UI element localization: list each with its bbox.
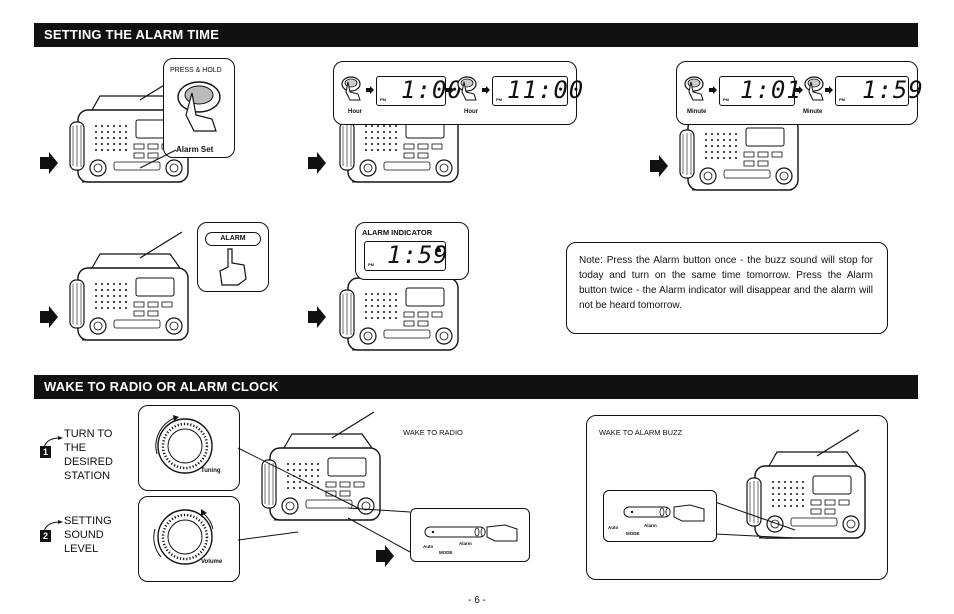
minute-button-label: Minute bbox=[803, 109, 823, 115]
radio-illustration bbox=[69, 231, 189, 341]
arrow-right-icon bbox=[446, 86, 454, 94]
minute-set-panel: Minute PM 1:01 Minute PM 1:59 bbox=[676, 61, 923, 125]
alarm-indicator-title: ALARM INDICATOR bbox=[362, 228, 433, 237]
page-number: - 6 - bbox=[468, 595, 486, 606]
press-button-icon bbox=[177, 81, 221, 132]
arrow-right-icon bbox=[482, 86, 490, 94]
arrow-right-icon bbox=[650, 155, 668, 177]
section-header-wake-to: WAKE TO RADIO OR ALARM CLOCK bbox=[34, 375, 918, 399]
tuning-knob-icon bbox=[155, 415, 213, 474]
pm-indicator: PM bbox=[496, 97, 502, 102]
arrow-right-icon bbox=[376, 545, 394, 567]
arrow-right-icon bbox=[40, 152, 58, 174]
mode-switch-callout: Auto Alarm MODE bbox=[410, 508, 530, 562]
callout-pointer bbox=[139, 149, 177, 169]
switch-auto-label: Auto bbox=[608, 525, 619, 530]
lcd-display: PM 1:59 bbox=[835, 76, 923, 106]
lcd-display: PM 1:59 bbox=[364, 241, 448, 271]
section-header-alarm-time: SETTING THE ALARM TIME bbox=[34, 23, 918, 47]
minute-button-label: Minute bbox=[687, 109, 707, 115]
note-text: Note: Press the Alarm button once - the … bbox=[579, 255, 873, 311]
minute-button-icon bbox=[684, 76, 704, 101]
alarm-indicator-panel: ALARM INDICATOR PM 1:59 bbox=[355, 222, 469, 280]
tuning-label: Tuning bbox=[201, 468, 221, 474]
mode-switch-icon bbox=[424, 524, 518, 542]
step-text: TURN TO THE DESIRED STATION bbox=[64, 428, 113, 482]
lcd-display: PM 1:00 bbox=[376, 76, 462, 106]
switch-mode-label: MODE bbox=[626, 531, 640, 536]
step-text: SETTING SOUND LEVEL bbox=[64, 515, 112, 555]
callout-lines bbox=[714, 501, 796, 539]
bell-icon bbox=[435, 245, 441, 252]
minute-button-icon bbox=[804, 76, 824, 101]
pm-indicator: PM bbox=[723, 97, 729, 102]
alarm-button[interactable]: ALARM bbox=[205, 232, 261, 246]
pointing-hand-icon bbox=[219, 248, 247, 286]
volume-label: Volume bbox=[201, 559, 223, 565]
lcd-display: PM 1:01 bbox=[719, 76, 801, 106]
alarm-set-label: Alarm Set bbox=[176, 145, 214, 154]
wake-radio-caption: WAKE TO RADIO bbox=[403, 428, 463, 437]
arrow-right-icon bbox=[308, 152, 326, 174]
hour-button-icon bbox=[341, 76, 361, 101]
note-box: Note: Press the Alarm button once - the … bbox=[566, 242, 888, 334]
wake-buzz-box: WAKE TO ALARM BUZZ Auto Alarm MODE bbox=[586, 415, 888, 580]
volume-knob-callout: Volume bbox=[138, 496, 240, 582]
arrow-right-icon bbox=[40, 306, 58, 328]
alarm-set-callout: PRESS & HOLD Alarm Set bbox=[163, 58, 235, 158]
arrow-right-icon bbox=[825, 86, 833, 94]
step-arrow-icon bbox=[43, 520, 63, 533]
lcd-time: 11:00 bbox=[507, 76, 585, 104]
pm-indicator: PM bbox=[368, 262, 374, 267]
switch-mode-label: MODE bbox=[439, 550, 453, 555]
arrow-right-icon bbox=[366, 86, 374, 94]
wake-buzz-caption: WAKE TO ALARM BUZZ bbox=[599, 428, 683, 437]
lcd-time: 1:01 bbox=[740, 76, 802, 104]
alarm-button-callout: ALARM bbox=[197, 222, 269, 292]
pm-indicator: PM bbox=[380, 97, 386, 102]
switch-alarm-label: Alarm bbox=[459, 541, 472, 546]
callout-lines bbox=[237, 447, 411, 553]
hour-set-panel: Hour PM 1:00 Hour PM 11:00 bbox=[333, 61, 583, 125]
arrow-right-icon bbox=[795, 86, 803, 94]
lcd-display: PM 11:00 bbox=[492, 76, 583, 106]
press-hold-label: PRESS & HOLD bbox=[170, 67, 222, 74]
switch-auto-label: Auto bbox=[423, 544, 434, 549]
mode-switch-icon bbox=[623, 504, 705, 522]
hour-button-label: Hour bbox=[464, 109, 478, 115]
volume-knob-icon bbox=[153, 509, 214, 565]
step-number: 2 bbox=[40, 530, 51, 542]
tuning-knob-callout: Tuning bbox=[138, 405, 240, 491]
pm-indicator: PM bbox=[839, 97, 845, 102]
arrow-right-icon bbox=[308, 306, 326, 328]
step-number: 1 bbox=[40, 446, 51, 458]
hour-button-label: Hour bbox=[348, 109, 362, 115]
mode-switch-callout: Auto Alarm MODE bbox=[603, 490, 717, 542]
lcd-time: 1:59 bbox=[862, 76, 924, 104]
arrow-right-icon bbox=[709, 86, 717, 94]
step-arrow-icon bbox=[43, 436, 63, 449]
switch-alarm-label: Alarm bbox=[644, 523, 657, 528]
hour-button-icon bbox=[457, 76, 477, 101]
